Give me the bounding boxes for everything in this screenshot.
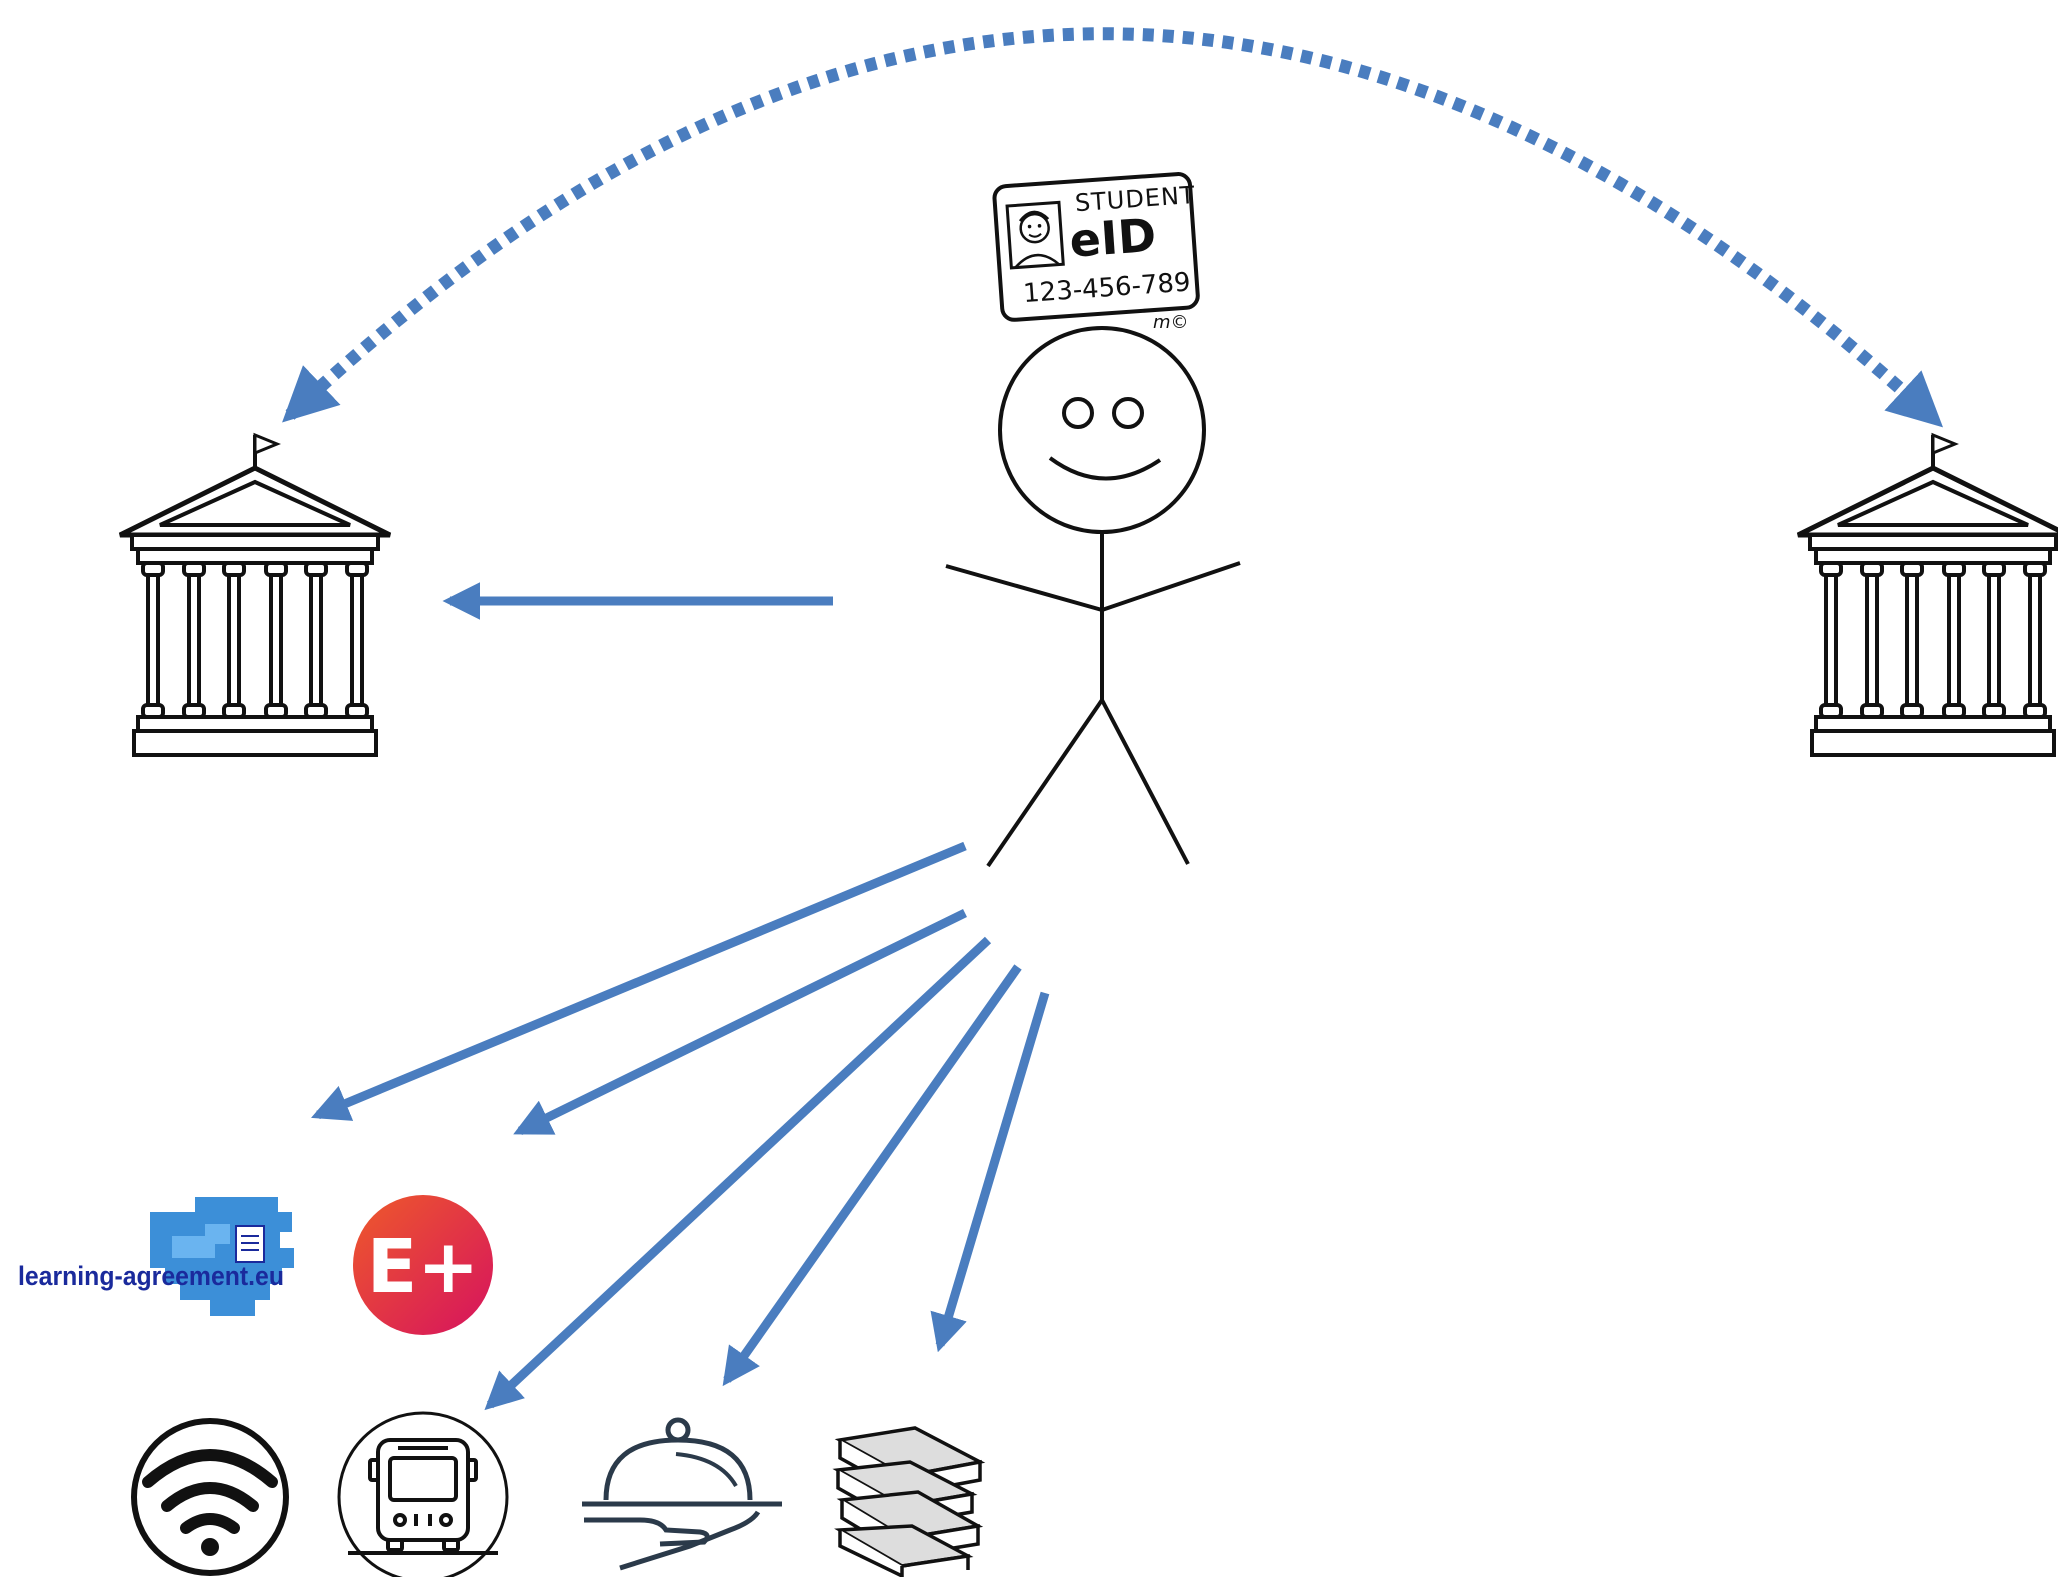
arrow-to-learning-agreement: [311, 841, 967, 1121]
bus-icon: [337, 1411, 509, 1577]
arrow-to-erasmus: [513, 908, 967, 1136]
service-arrows: [311, 841, 1050, 1411]
learning-agreement-logo: learning-agreement.eu: [18, 1197, 294, 1316]
university-building-icon: [1798, 435, 2058, 755]
arrow-to-books: [930, 991, 1050, 1353]
erasmus-logo-text: E+: [367, 1224, 480, 1310]
erasmus-plus-logo: E+: [353, 1195, 493, 1335]
student-eid-card: STUDENT eID 123-456-789 m©: [992, 172, 1200, 333]
card-eid-label: eID: [1068, 208, 1158, 268]
exchange-arc-arrow: [282, 27, 1944, 428]
learning-agreement-text: learning-agreement.eu: [18, 1261, 284, 1291]
books-icon: [832, 1426, 986, 1577]
university-building-icon: [120, 435, 390, 755]
arrow-to-food: [722, 964, 1022, 1387]
card-author-mark: m©: [1153, 312, 1189, 333]
food-service-icon: [582, 1417, 782, 1571]
stick-figure-student: [945, 326, 1241, 868]
arrow-to-bus: [484, 936, 992, 1411]
wifi-icon: [131, 1418, 289, 1576]
